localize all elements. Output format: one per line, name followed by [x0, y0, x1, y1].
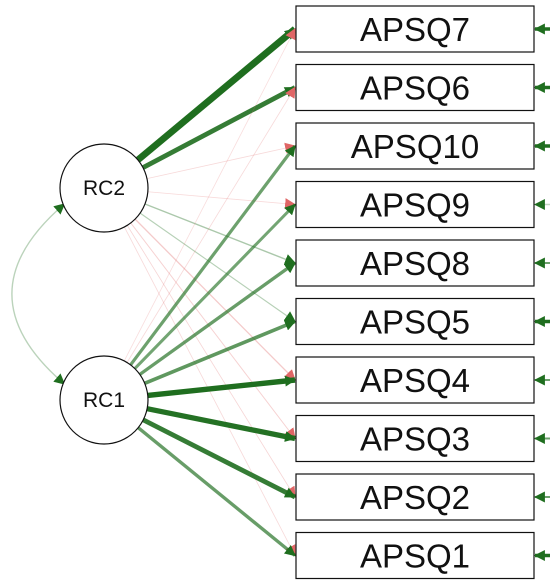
item-node-apsq7: APSQ7	[295, 5, 535, 53]
factor-label: RC2	[83, 177, 125, 200]
item-label: APSQ4	[360, 362, 470, 399]
item-box	[295, 297, 535, 346]
loading-rc1-apsq7	[123, 28, 296, 362]
loading-rc2-apsq8	[144, 203, 297, 265]
loading-rc2-apsq2	[126, 225, 296, 498]
item-node-apsq10: APSQ10	[295, 122, 535, 170]
item-node-apsq8: APSQ8	[295, 239, 535, 287]
loading-rc1-apsq2	[142, 417, 297, 500]
loading-rc2-apsq7	[135, 26, 298, 163]
item-box	[295, 531, 535, 580]
factor-correlation-arc	[11, 203, 66, 385]
item-box	[295, 5, 535, 53]
item-label: APSQ1	[360, 538, 470, 575]
loading-rc2-apsq6	[141, 85, 297, 170]
item-node-apsq6: APSQ6	[295, 63, 535, 112]
item-box	[295, 414, 535, 463]
loading-rc1-apsq9	[133, 203, 297, 370]
factor-label: RC1	[83, 389, 125, 412]
loading-rc2-apsq9	[147, 191, 297, 210]
item-box	[295, 63, 535, 112]
loading-rc1-apsq1	[137, 426, 297, 557]
item-label: APSQ2	[360, 479, 470, 516]
loading-rc2-apsq10	[146, 142, 297, 179]
loading-rc1-apsq10	[129, 145, 297, 366]
item-node-apsq3: APSQ3	[295, 414, 535, 463]
edges-layer	[11, 23, 550, 561]
factor-node-rc1: RC1	[59, 355, 149, 445]
item-label: APSQ5	[360, 304, 470, 341]
item-node-apsq1: APSQ1	[295, 531, 535, 580]
item-node-apsq9: APSQ9	[295, 180, 535, 229]
loading-rc2-apsq5	[139, 212, 296, 323]
item-label: APSQ6	[360, 70, 470, 107]
loading-rc2-apsq3	[130, 222, 296, 440]
item-label: APSQ10	[351, 128, 479, 165]
factor-node-rc2: RC2	[59, 143, 149, 233]
item-box	[295, 356, 535, 404]
item-box	[295, 180, 535, 229]
item-node-apsq2: APSQ2	[295, 473, 535, 521]
item-node-apsq4: APSQ4	[295, 356, 535, 404]
loading-rc1-apsq4	[147, 375, 297, 399]
loading-rc2-apsq4	[134, 218, 296, 381]
factor-circle	[59, 355, 149, 445]
item-box	[295, 473, 535, 521]
item-box	[295, 239, 535, 287]
loading-rc1-apsq6	[126, 86, 296, 363]
factor-circle	[59, 143, 149, 233]
item-label: APSQ8	[360, 245, 470, 282]
loading-rc1-apsq3	[146, 406, 297, 442]
nodes-layer: APSQ7APSQ6APSQ10APSQ9APSQ8APSQ5APSQ4APSQ…	[59, 5, 535, 580]
item-label: APSQ9	[360, 187, 470, 224]
item-label: APSQ7	[360, 11, 470, 48]
item-label: APSQ3	[360, 421, 470, 458]
loading-rc1-apsq8	[138, 261, 296, 376]
item-box	[295, 122, 535, 170]
loading-rc1-apsq5	[144, 319, 297, 386]
item-node-apsq5: APSQ5	[295, 297, 535, 346]
